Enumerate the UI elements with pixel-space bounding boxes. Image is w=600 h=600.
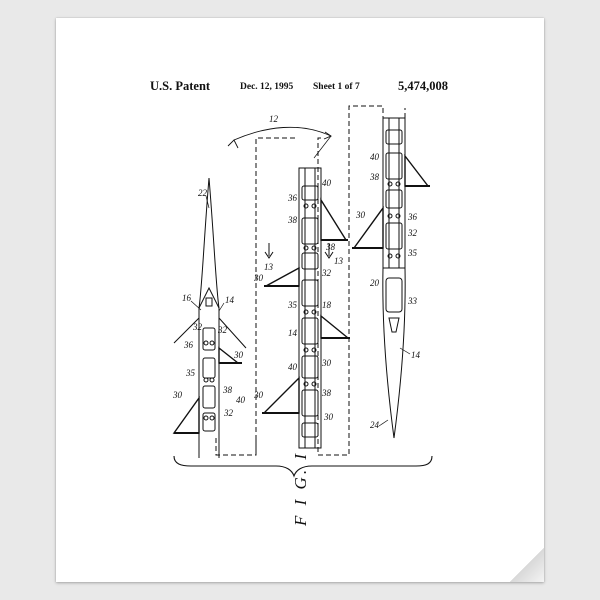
callout-40: 40 [236, 395, 246, 405]
callout-40: 40 [370, 152, 380, 162]
callout-12: 12 [269, 114, 279, 124]
patent-label: U.S. Patent [150, 79, 211, 93]
section-connectors [215, 105, 406, 456]
figure-caption: F I G. I [291, 451, 310, 527]
callout-30: 30 [323, 412, 334, 422]
patent-number: 5,474,008 [398, 79, 448, 93]
callout-38: 38 [325, 242, 336, 252]
rowing-shell-drawing: 22 16 14 32 32 36 30 35 30 38 40 32 12 4… [172, 105, 433, 527]
callout-30: 30 [321, 358, 332, 368]
callout-40: 40 [288, 362, 298, 372]
callout-32: 32 [192, 322, 203, 332]
callout-16: 16 [182, 293, 192, 303]
callout-20: 20 [370, 278, 380, 288]
callout-14: 14 [225, 295, 235, 305]
callout-36: 36 [407, 212, 418, 222]
callout-40: 40 [322, 178, 332, 188]
callout-32: 32 [407, 228, 418, 238]
sheet-indicator: Sheet 1 of 7 [313, 82, 360, 92]
stern-section [352, 117, 430, 439]
callout-30: 30 [253, 390, 264, 400]
callout-13: 13 [264, 262, 274, 272]
callout-13: 13 [334, 256, 344, 266]
callout-36: 36 [287, 193, 298, 203]
callout-30: 30 [355, 210, 366, 220]
page-curl [510, 548, 544, 582]
reference-numerals: 22 16 14 32 32 36 30 35 30 38 40 32 12 4… [172, 114, 421, 430]
callout-30: 30 [233, 350, 244, 360]
callout-38: 38 [287, 215, 298, 225]
callout-14: 14 [411, 350, 421, 360]
callout-35: 35 [407, 248, 418, 258]
callout-35: 35 [185, 368, 196, 378]
callout-38: 38 [222, 385, 233, 395]
mid-section [262, 167, 350, 449]
callout-38: 38 [369, 172, 380, 182]
callout-36: 36 [183, 340, 194, 350]
callout-14: 14 [288, 328, 298, 338]
callout-18: 18 [322, 300, 332, 310]
callout-38: 38 [321, 388, 332, 398]
callout-32: 32 [223, 408, 234, 418]
callout-22: 22 [198, 188, 208, 198]
leader-lines [190, 135, 411, 427]
patent-date: Dec. 12, 1995 [240, 82, 294, 92]
callout-35: 35 [287, 300, 298, 310]
callout-30: 30 [253, 273, 264, 283]
figure-bracket [173, 455, 433, 478]
callout-24: 24 [370, 420, 380, 430]
callout-32: 32 [321, 268, 332, 278]
patent-poster: U.S. Patent Dec. 12, 1995 Sheet 1 of 7 5… [56, 18, 544, 582]
callout-33: 33 [407, 296, 418, 306]
callout-30: 30 [172, 390, 183, 400]
callout-32: 32 [217, 325, 228, 335]
bow-section [172, 177, 247, 458]
